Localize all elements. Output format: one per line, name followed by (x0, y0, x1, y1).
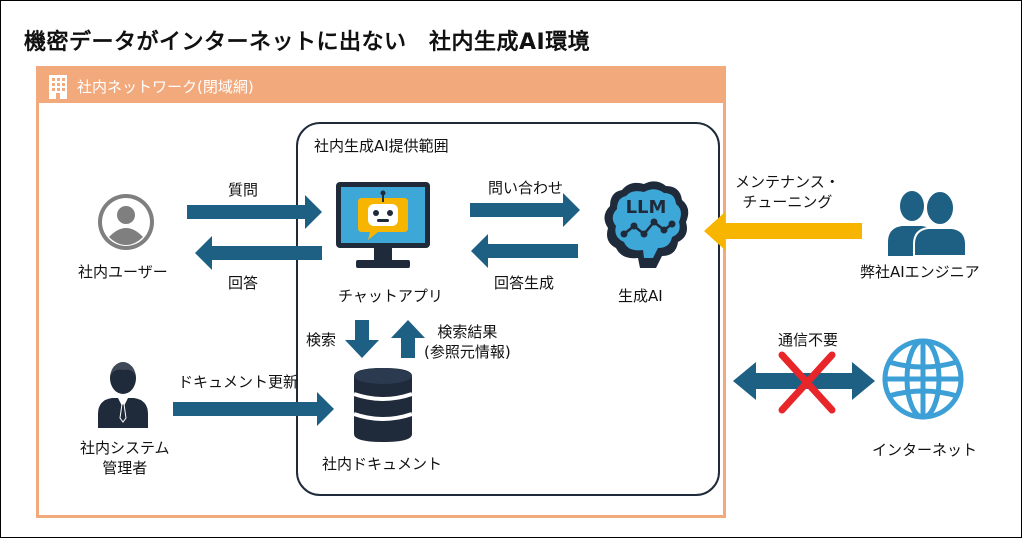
inquiry-label: 問い合わせ (488, 179, 564, 197)
docs-label: 社内ドキュメント (322, 455, 443, 473)
search-result-label: 検索結果 (参照元情報) (424, 322, 511, 363)
admin-label-line2: 管理者 (102, 459, 148, 478)
chat-app-label: チャットアプリ (338, 287, 443, 305)
answer-label: 回答 (228, 274, 259, 292)
chat-app-monitor-icon (336, 182, 430, 268)
maintenance-label-line1: メンテナンス・ (735, 173, 840, 191)
search-result-line2: (参照元情報) (424, 343, 511, 362)
answer-arrow (195, 236, 322, 270)
doc-update-label: ドキュメント更新 (178, 373, 299, 391)
internal-network-zone: 社内ネットワーク(閉域網) (36, 66, 726, 518)
genai-scope-label: 社内生成AI提供範囲 (314, 137, 449, 155)
maintenance-label: メンテナンス・ チューニング (735, 172, 840, 213)
search-label: 検索 (306, 331, 337, 349)
llm-text: LLM (626, 197, 667, 218)
search-result-arrow (391, 320, 425, 358)
answer-gen-label: 回答生成 (494, 274, 555, 292)
doc-update-arrow (173, 392, 334, 426)
engineers-icon (888, 190, 967, 256)
page-title: 機密データがインターネットに出ない 社内生成AI環境 (24, 30, 591, 55)
genai-scope-zone (296, 122, 720, 496)
no-comm-label: 通信不要 (778, 331, 839, 349)
user-label: 社内ユーザー (78, 263, 168, 281)
building-icon (49, 75, 67, 99)
user-icon (98, 194, 154, 250)
inquiry-arrow (470, 193, 580, 227)
internal-network-header: 社内ネットワーク(閉域網) (39, 69, 723, 103)
database-icon (353, 368, 413, 442)
internal-network-label: 社内ネットワーク(閉域網) (77, 78, 254, 96)
admin-label-line1: 社内システム (80, 439, 170, 457)
answer-gen-arrow (471, 234, 578, 268)
search-result-line1: 検索結果 (437, 323, 498, 341)
cross-mark (778, 351, 836, 414)
search-arrow (345, 320, 379, 358)
llm-brain-icon: LLM (604, 181, 689, 268)
question-arrow (187, 195, 322, 229)
maintenance-label-line2: チューニング (742, 193, 833, 212)
admin-icon (98, 362, 148, 428)
question-label: 質問 (228, 181, 259, 199)
admin-label: 社内システム 管理者 (80, 438, 170, 479)
genai-label: 生成AI (618, 287, 663, 305)
internet-label: インターネット (872, 441, 978, 459)
globe-icon (882, 338, 964, 420)
maintenance-arrow (704, 212, 862, 250)
engineer-label: 弊社AIエンジニア (860, 263, 980, 281)
